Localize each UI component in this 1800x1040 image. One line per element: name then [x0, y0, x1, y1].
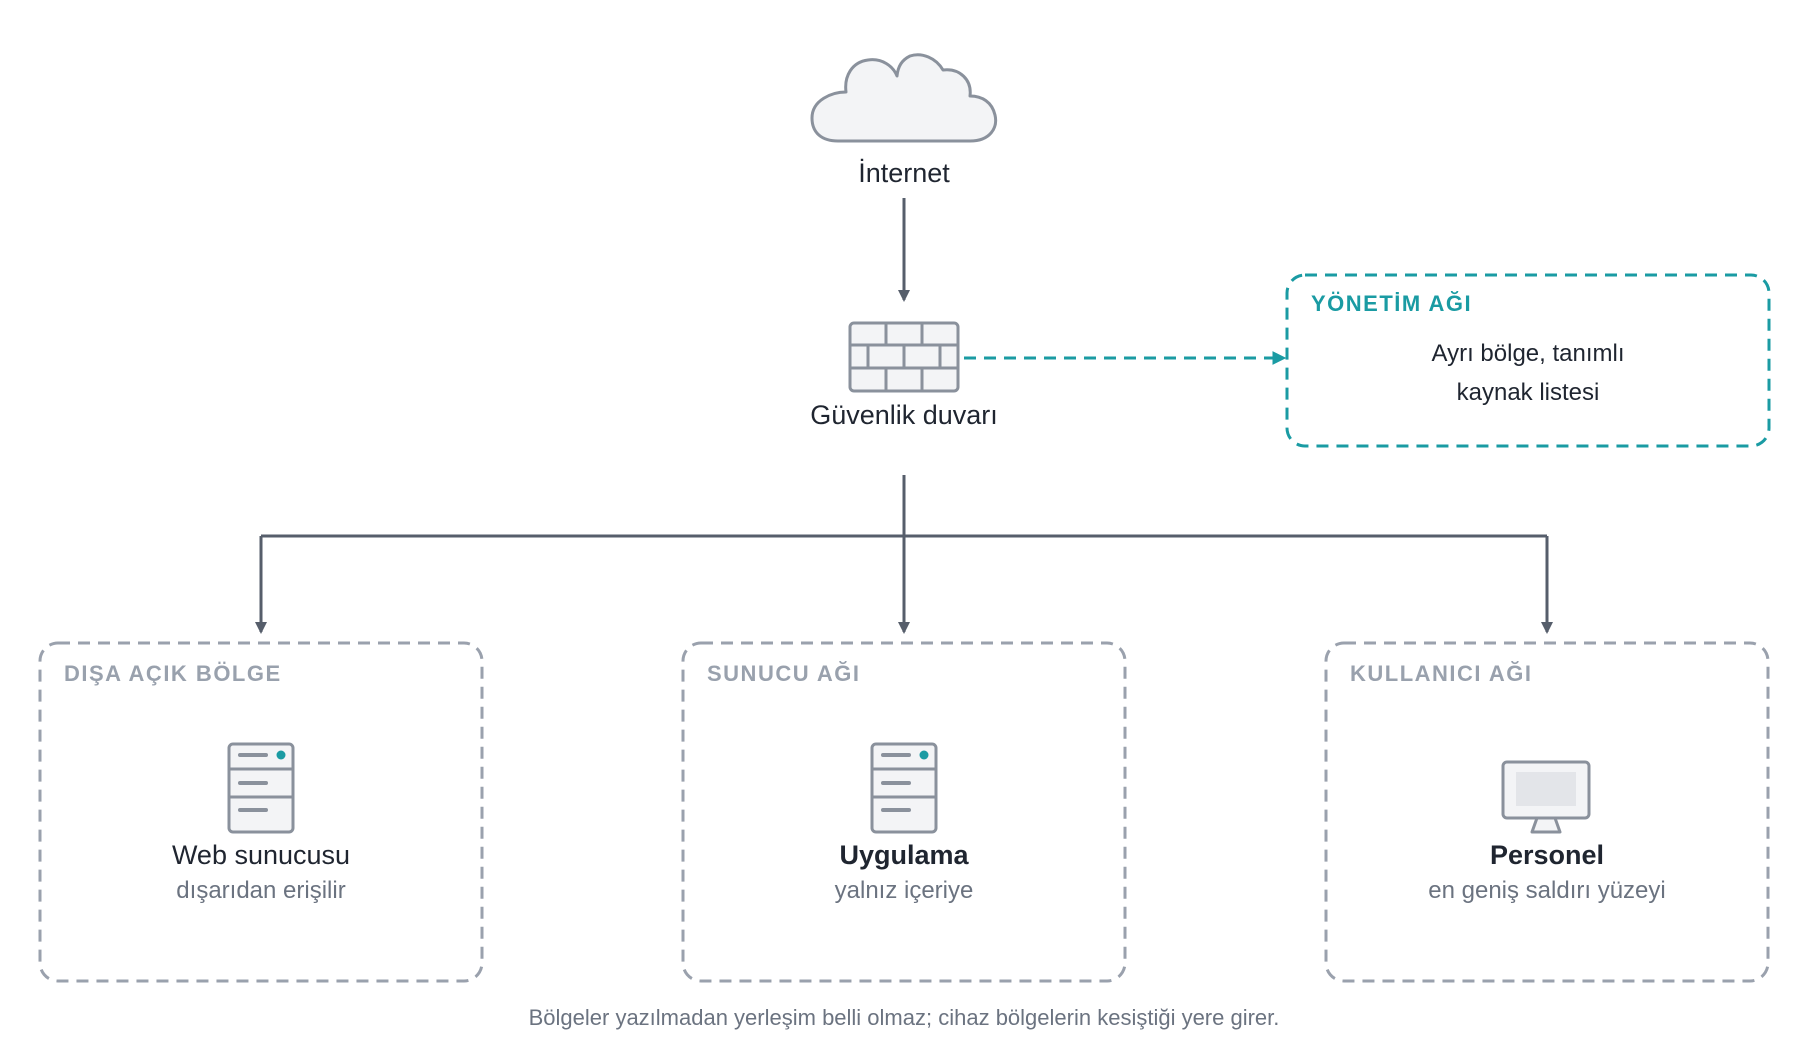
zone-server-box [681, 641, 1127, 983]
zone-user-title: KULLANICI AĞI [1350, 661, 1533, 686]
firewall-label: Güvenlik duvarı [810, 400, 998, 430]
server-icon [227, 742, 295, 834]
footnote: Bölgeler yazılmadan yerleşim belli olmaz… [528, 1005, 1280, 1030]
zone-user-box [1324, 641, 1770, 983]
cloud-icon [810, 53, 998, 143]
management-line-1: Ayrı bölge, tanımlı [1431, 340, 1625, 367]
zone-dmz-label: Web sunucusu [171, 840, 351, 870]
zone-server-title: SUNUCU AĞI [707, 661, 861, 686]
management-zone-description: Ayrı bölge, tanımlı kaynak listesi [1432, 334, 1625, 412]
monitor-icon [1501, 760, 1591, 834]
zone-dmz-box [38, 641, 484, 983]
zone-user-sublabel: en geniş saldırı yüzeyi [1428, 877, 1666, 904]
firewall-icon [848, 321, 960, 393]
server-icon [870, 742, 938, 834]
zone-dmz-title: DIŞA AÇIK BÖLGE [64, 661, 282, 686]
edge-firewall-zones [261, 475, 1547, 538]
zone-server-sublabel: yalnız içeriye [834, 877, 974, 904]
management-zone-title: YÖNETİM AĞI [1311, 291, 1473, 316]
zone-dmz-sublabel: dışarıdan erişilir [176, 877, 346, 904]
internet-label: İnternet [858, 158, 950, 188]
zone-user-label: Personel [1489, 840, 1605, 870]
zone-server-label: Uygulama [839, 840, 969, 870]
management-line-2: kaynak listesi [1456, 379, 1600, 406]
management-zone-box [1285, 273, 1771, 448]
